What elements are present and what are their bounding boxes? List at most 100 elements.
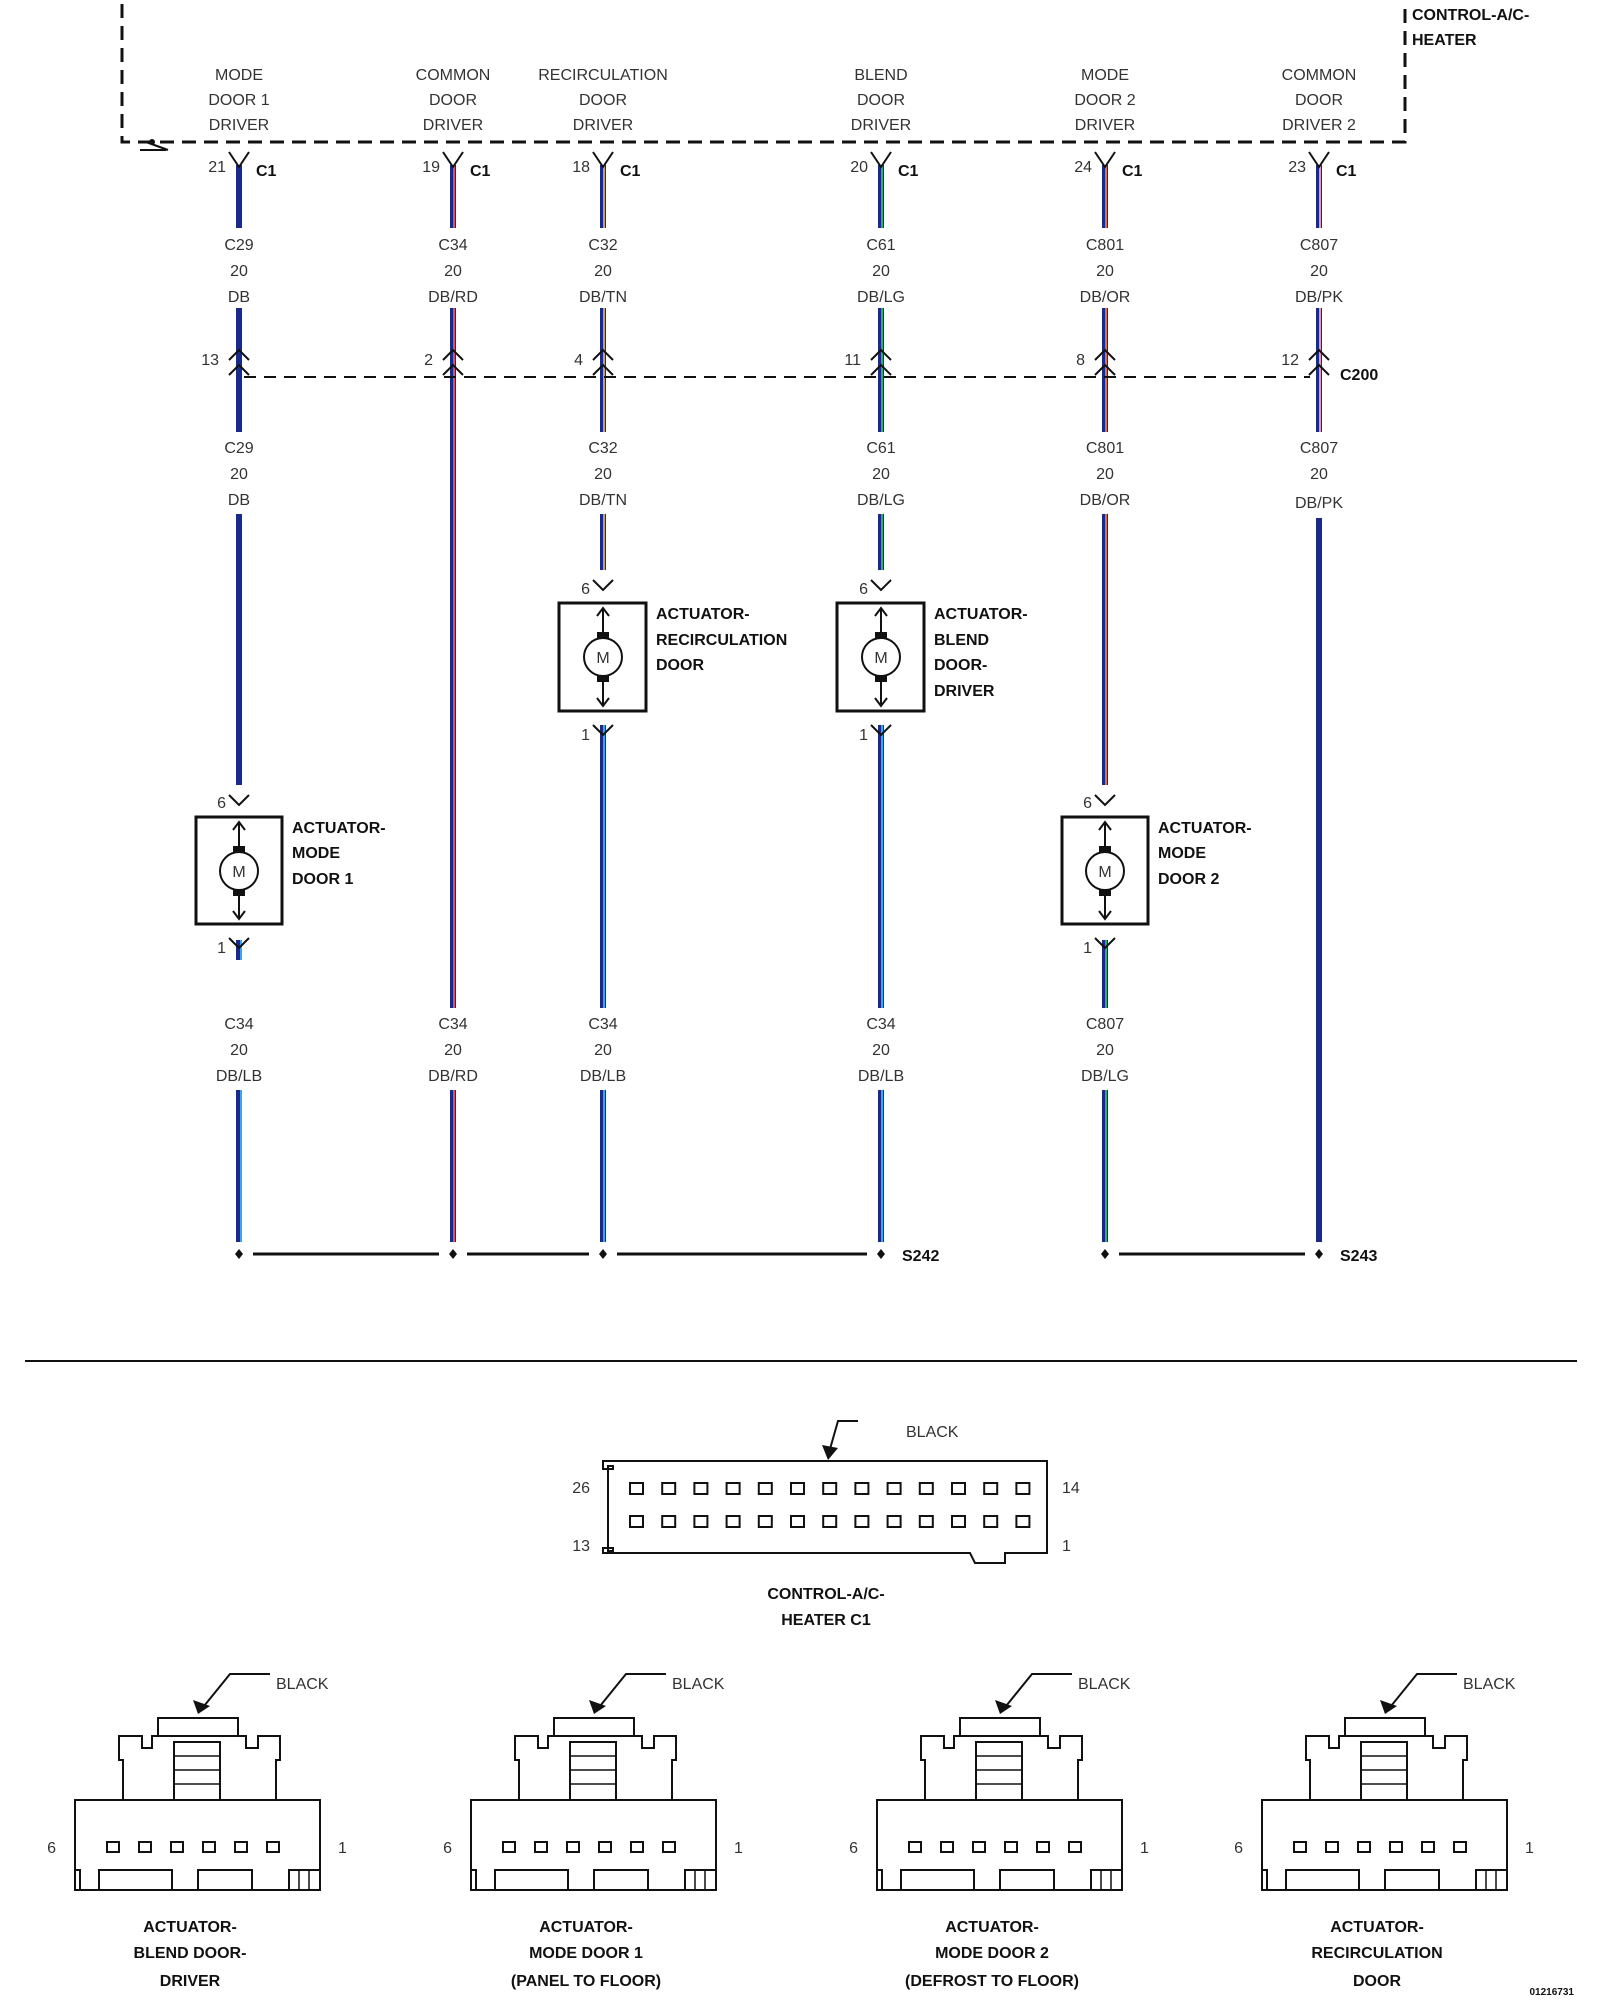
actuator-label: ACTUATOR- — [656, 606, 750, 623]
wire-color: DB/LG — [857, 492, 905, 509]
connector-name: (DEFROST TO FLOOR) — [905, 1973, 1079, 1990]
wire-circuit: C801 — [1086, 237, 1124, 254]
pin-number: 6 — [581, 581, 590, 598]
connector-color-label: BLACK — [672, 1676, 725, 1693]
pin-number: 20 — [850, 159, 868, 176]
actuator-label: DRIVER — [934, 683, 995, 700]
wire-circuit: C34 — [866, 1016, 895, 1033]
wire-color: DB/LB — [216, 1068, 262, 1085]
motor-symbol: M — [1098, 864, 1111, 881]
wire-color: DB/LG — [1081, 1068, 1129, 1085]
motor-icon — [583, 637, 623, 677]
pin-cavity — [1004, 1841, 1018, 1853]
splice-s243: S243 — [1091, 1247, 1377, 1265]
splice-s242: S242 — [225, 1247, 939, 1265]
pin-number: 4 — [574, 352, 583, 369]
actuator-mode-door-1: 6 M 1 ACTUATOR- MODE DOOR 1 — [194, 794, 386, 957]
connector-c1-label: C1 — [620, 163, 641, 180]
pin-number: 1 — [217, 940, 226, 957]
motor-icon — [1085, 851, 1125, 891]
wire-gauge: 20 — [230, 466, 248, 483]
wire-gauge: 20 — [872, 263, 890, 280]
wire-gauge: 20 — [1310, 263, 1328, 280]
wire-gauge: 20 — [444, 1042, 462, 1059]
actuator-label: DOOR — [656, 657, 704, 674]
wire-circuit: C807 — [1300, 237, 1338, 254]
connector-c1-label: C1 — [470, 163, 491, 180]
pin-cavity — [951, 1515, 966, 1528]
pin-number: 14 — [1062, 1480, 1080, 1497]
pin-cavity — [566, 1841, 580, 1853]
pin-cavity — [854, 1515, 870, 1528]
wire-color: DB/TN — [579, 289, 627, 306]
wire-color: DB/PK — [1295, 495, 1343, 512]
wire-circuit: C29 — [224, 440, 253, 457]
wire-color: DB — [228, 492, 250, 509]
connector-c1-label: C1 — [1122, 163, 1143, 180]
actuator-label: MODE — [1158, 845, 1206, 862]
pin-number: 6 — [217, 795, 226, 812]
pin-cavity — [234, 1841, 248, 1853]
wire-color: DB — [228, 289, 250, 306]
pin-number: 13 — [201, 352, 219, 369]
connector-color-label: BLACK — [276, 1676, 329, 1693]
pin-number: 21 — [208, 159, 226, 176]
c1-connector-pins: 21 19 18 20 24 23 C1 C1 C1 C1 C1 C1 — [208, 151, 1357, 180]
pin-number: 11 — [844, 352, 861, 369]
pin-cavity — [170, 1841, 184, 1853]
splice-label: S243 — [1340, 1248, 1377, 1265]
wire-gauge: 20 — [594, 1042, 612, 1059]
pin-cavity — [661, 1515, 677, 1528]
pin-number: 1 — [734, 1840, 743, 1857]
driver-label: DRIVER — [573, 117, 633, 134]
pin-cavity — [886, 1515, 902, 1528]
wire-color: DB/RD — [428, 1068, 478, 1085]
wire-circuit: C807 — [1086, 1016, 1124, 1033]
wire-gauge: 20 — [1096, 466, 1114, 483]
pin-cavity — [693, 1482, 709, 1495]
wire-color: DB/LB — [580, 1068, 626, 1085]
controller-module: CONTROL-A/C- HEATER — [120, 4, 1529, 151]
wire-c807-db-pk — [1316, 165, 1322, 1242]
pin-number: 1 — [1062, 1538, 1071, 1555]
pin-cavity — [629, 1482, 644, 1495]
connector-name: MODE DOOR 2 — [935, 1945, 1049, 1962]
connector-name: DOOR — [1353, 1973, 1401, 1990]
connector-color-label: BLACK — [1463, 1676, 1516, 1693]
pin-cavity — [662, 1841, 676, 1853]
pin-number: 1 — [581, 727, 590, 744]
motor-icon — [219, 851, 259, 891]
pin-cavity — [534, 1841, 548, 1853]
wire-circuit: C61 — [866, 440, 895, 457]
wire-gauge: 20 — [872, 466, 890, 483]
pin-cavity — [908, 1841, 922, 1853]
driver-label: COMMON — [416, 67, 491, 84]
connector-name: BLEND DOOR- — [134, 1945, 247, 1962]
driver-label: DOOR — [429, 92, 477, 109]
connector-c1-label: C1 — [1336, 163, 1357, 180]
wire-labels-upper: C29 20 DB C34 20 DB/RD C32 20 DB/TN C61 … — [224, 237, 1343, 306]
driver-label: DRIVER — [851, 117, 911, 134]
actuator-blend-door-driver: 6 M 1 ACTUATOR- BLEND DOOR- DRIVER — [835, 579, 1028, 744]
pin-number: 24 — [1074, 159, 1092, 176]
c200-connector: 13 2 4 11 8 12 C200 — [201, 348, 1378, 384]
pin-cavity — [918, 1515, 934, 1528]
actuator-label: ACTUATOR- — [934, 606, 1028, 623]
wire-gauge: 20 — [230, 263, 248, 280]
pin-cavity — [790, 1515, 805, 1528]
wire-color: DB/OR — [1080, 492, 1131, 509]
connector-color-label: BLACK — [1078, 1676, 1131, 1693]
connector-color-label: BLACK — [906, 1424, 959, 1441]
pin-cavity — [854, 1482, 870, 1495]
pin-cavity — [1453, 1841, 1467, 1853]
connector-name: ACTUATOR- — [143, 1919, 237, 1936]
connector-name: DRIVER — [160, 1973, 221, 1990]
figure-id: 01216731 — [1530, 1987, 1575, 1998]
driver-labels: MODE DOOR 1 DRIVER COMMON DOOR DRIVER RE… — [208, 67, 1356, 134]
pin-number: 1 — [859, 727, 868, 744]
pin-number: 18 — [572, 159, 590, 176]
wire-color: DB/LB — [858, 1068, 904, 1085]
actuator-recirculation-door: 6 M 1 ACTUATOR- RECIRCULATION DOOR — [557, 579, 787, 744]
